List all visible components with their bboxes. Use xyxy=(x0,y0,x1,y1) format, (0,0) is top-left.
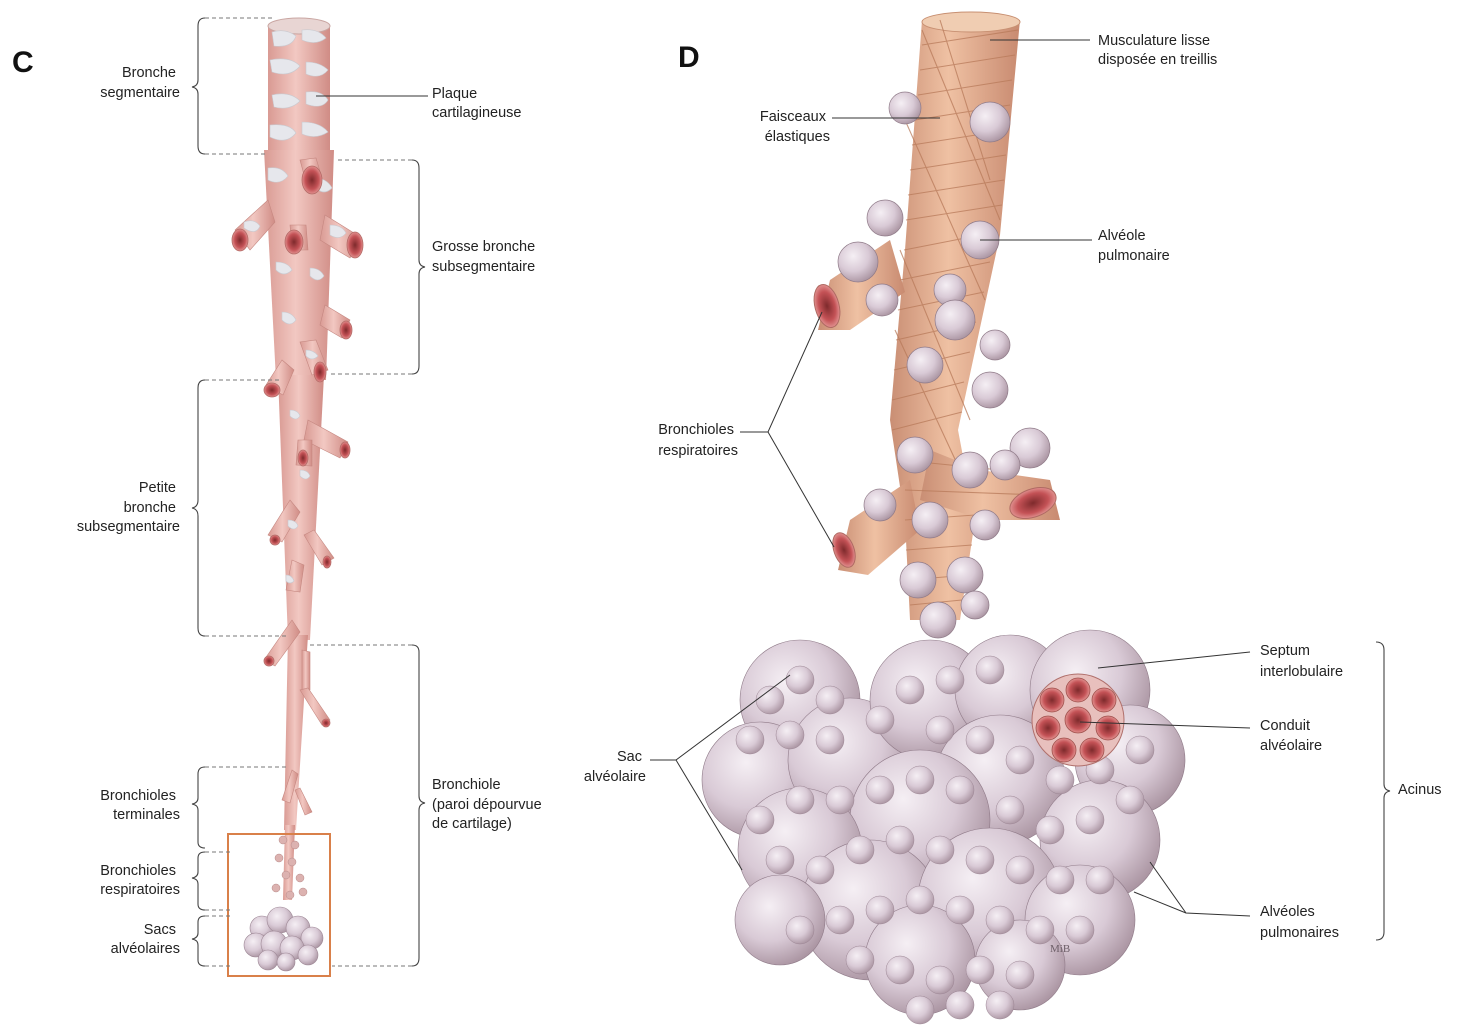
label-alveole-pulmonaire: Alvéole pulmonaire xyxy=(1098,228,1170,264)
artist-signature: MiB xyxy=(1050,943,1070,955)
panel-d-acinus-illustration: MiB xyxy=(702,12,1185,1024)
label-sac-alveolaire: Sac alvéolaire xyxy=(584,749,646,785)
label-sacs-alveolaires: Sacs alvéolaires xyxy=(111,922,180,957)
label-petite-bronche-subsegmentaire: Petite bronche subsegmentaire xyxy=(77,480,180,535)
panel-c-letter: C xyxy=(12,46,34,79)
label-septum-interlobulaire: Septum interlobulaire xyxy=(1260,643,1343,680)
label-musculature-lisse: Musculature lisse disposée en treillis xyxy=(1098,33,1217,68)
label-bronche-segmentaire: Bronche segmentaire xyxy=(100,65,180,101)
label-bronchioles-respiratoires-c: Bronchioles respiratoires xyxy=(100,863,180,898)
label-conduit-alveolaire: Conduit alvéolaire xyxy=(1260,718,1322,754)
label-bronchioles-respiratoires-d: Bronchioles respiratoires xyxy=(658,422,738,459)
label-grosse-bronche-subsegmentaire: Grosse bronche subsegmentaire xyxy=(432,239,539,275)
alveolar-duct-section xyxy=(1032,674,1124,766)
panel-c-bronchial-tree xyxy=(228,18,363,976)
label-acinus: Acinus xyxy=(1398,782,1442,798)
label-alveoles-pulmonaires: Alvéoles pulmonaires xyxy=(1260,904,1339,941)
panel-d-letter: D xyxy=(678,41,700,74)
label-plaque-cartilagineuse: Plaque cartilagineuse xyxy=(432,86,521,121)
label-faisceaux-elastiques: Faisceaux élastiques xyxy=(760,109,830,145)
label-bronchiole: Bronchiole (paroi dépourvue de cartilage… xyxy=(432,777,546,832)
label-bronchioles-terminales: Bronchioles terminales xyxy=(100,788,180,823)
